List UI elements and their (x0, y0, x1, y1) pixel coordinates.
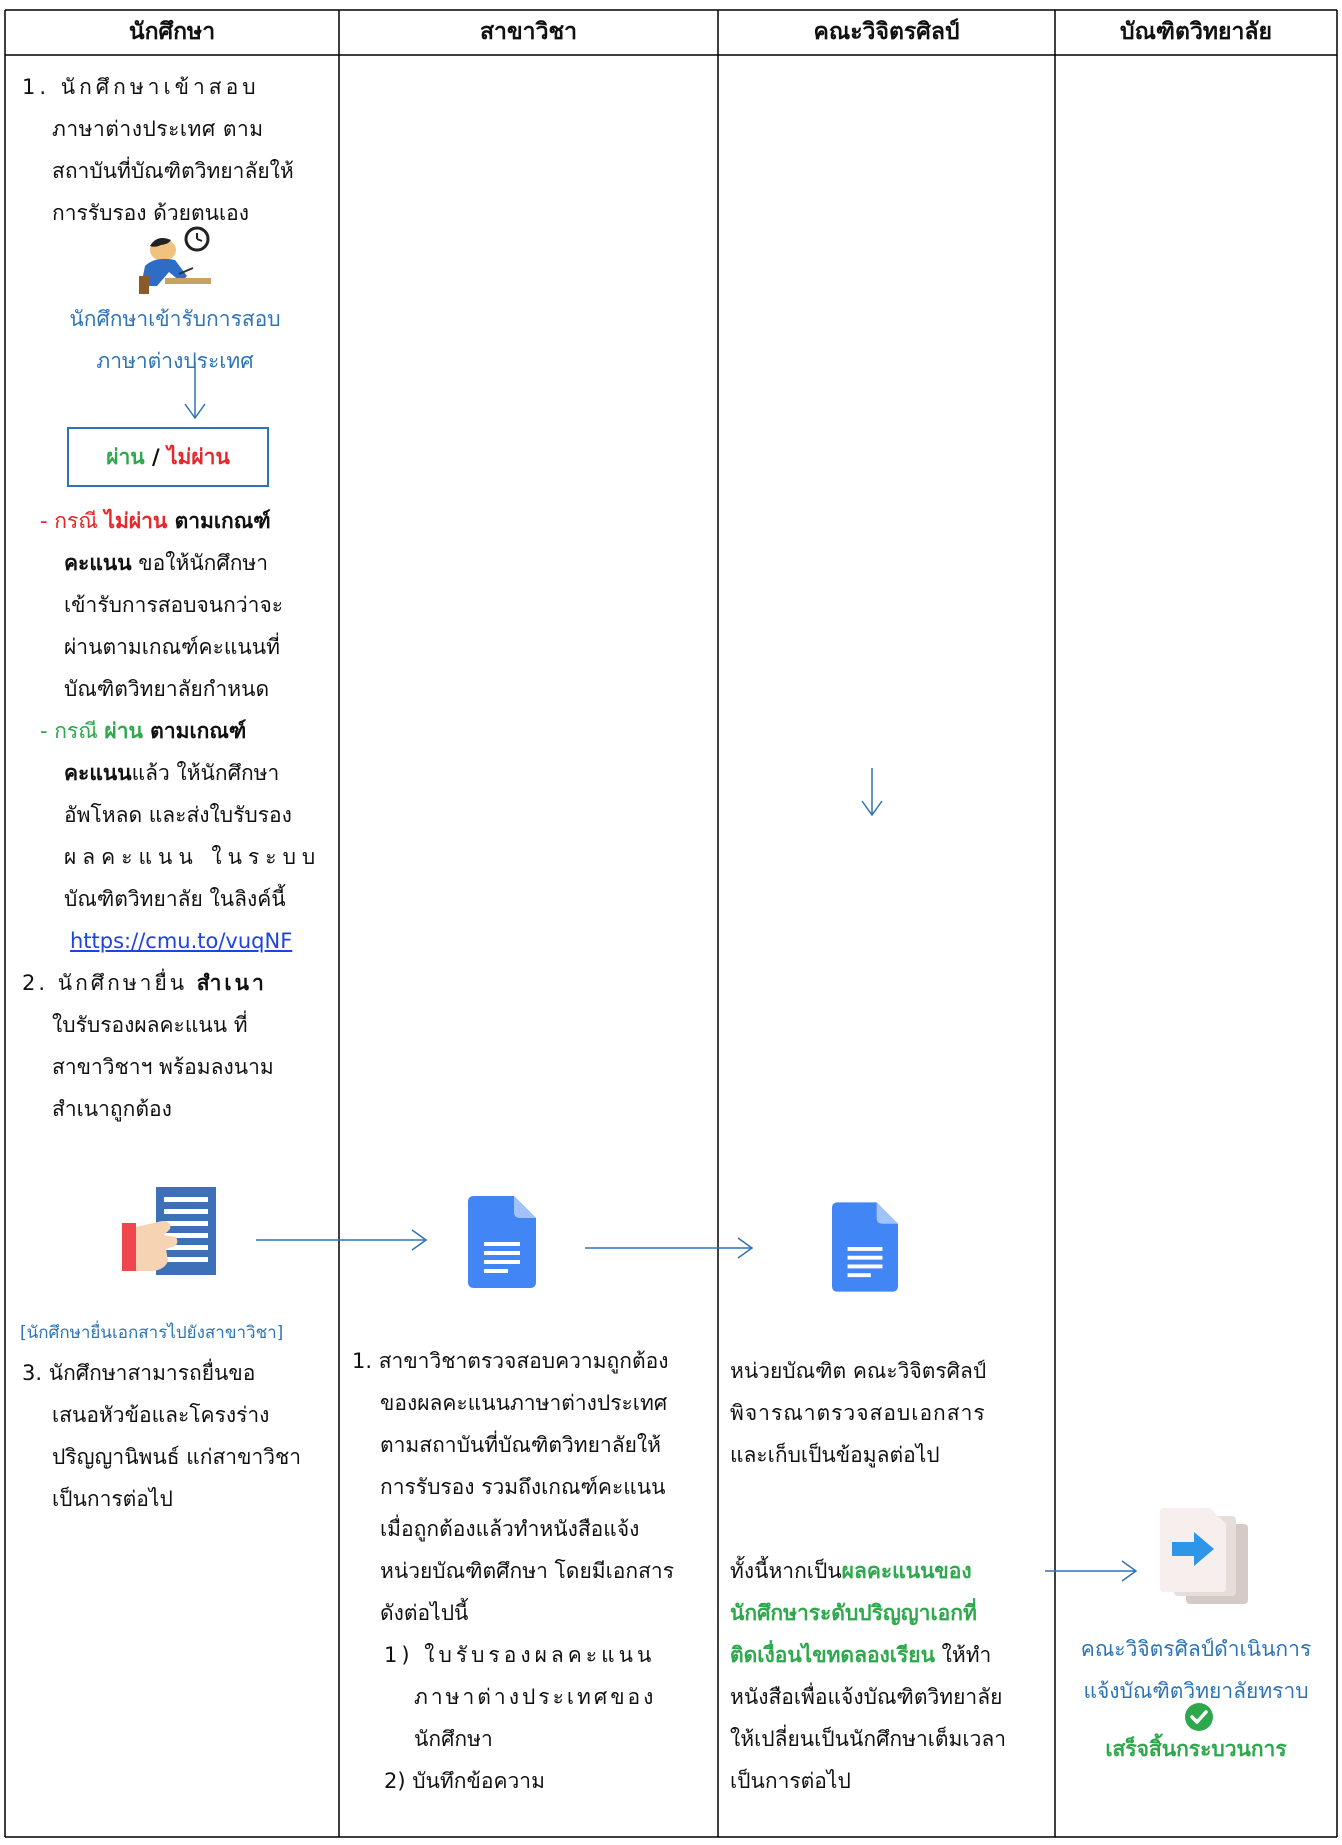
student-step-1: 1. นักศึกษาเข้าสอบ ภาษาต่างประเทศ ตาม สถ… (22, 75, 294, 225)
result-separator: / (144, 445, 167, 469)
faculty-note: ทั้งนี้หากเป็นผลคะแนนของ นักศึกษาระดับปร… (730, 1559, 1007, 1793)
check-circle-icon (1185, 1703, 1213, 1731)
graduate-caption: คณะวิจิตรศิลป์ดำเนินการ แจ้งบัณฑิตวิทยาล… (1080, 1637, 1312, 1703)
header-faculty: คณะวิจิตรศิลป์ (813, 19, 960, 45)
pass-fail-box: ผ่าน / ไม่ผ่าน (67, 427, 269, 487)
student-step-2: 2. นักศึกษายื่น สำเนา ใบรับรองผลคะแนน ที… (22, 971, 274, 1121)
student-step-3: 3. นักศึกษาสามารถยื่นขอ เสนอหัวข้อและโคร… (22, 1361, 302, 1511)
google-doc-icon (468, 1196, 536, 1288)
faculty-text: หน่วยบัณฑิต คณะวิจิตรศิลป์ พิจารณาตรวจสอ… (730, 1359, 987, 1467)
result-fail: ไม่ผ่าน (166, 444, 230, 469)
transfer-document-icon (1160, 1508, 1248, 1604)
score-upload-link[interactable]: https://cmu.to/vuqNF (70, 929, 293, 953)
pass-case-text: - กรณี ผ่าน ตามเกณฑ์ คะแนนแล้ว ให้นักศึก… (40, 719, 322, 953)
header-graduate-school: บัณฑิตวิทยาลัย (1119, 19, 1272, 45)
exam-caption: นักศึกษาเข้ารับการสอบ ภาษาต่างประเทศ (69, 307, 281, 373)
submit-caption: [นักศึกษายื่นเอกสารไปยังสาขาวิชา] (20, 1323, 284, 1343)
result-pass: ผ่าน (106, 444, 145, 469)
header-department: สาขาวิชา (479, 19, 578, 45)
hand-document-icon (122, 1187, 216, 1275)
fail-case-text: - กรณี ไม่ผ่าน ตามเกณฑ์ คะแนน ขอให้นักศึ… (40, 509, 284, 701)
pass-status: ผ่าน (104, 719, 143, 743)
department-text: 1. สาขาวิชาตรวจสอบความถูกต้อง ของผลคะแนน… (352, 1349, 674, 1793)
fail-status: ไม่ผ่าน (104, 509, 168, 533)
student-writing-icon (139, 226, 211, 294)
flow-arrows (184, 362, 1138, 1582)
process-complete: เสร็จสิ้นกระบวนการ (1105, 1737, 1287, 1761)
header-student: นักศึกษา (128, 19, 216, 45)
google-doc-icon (832, 1202, 898, 1292)
